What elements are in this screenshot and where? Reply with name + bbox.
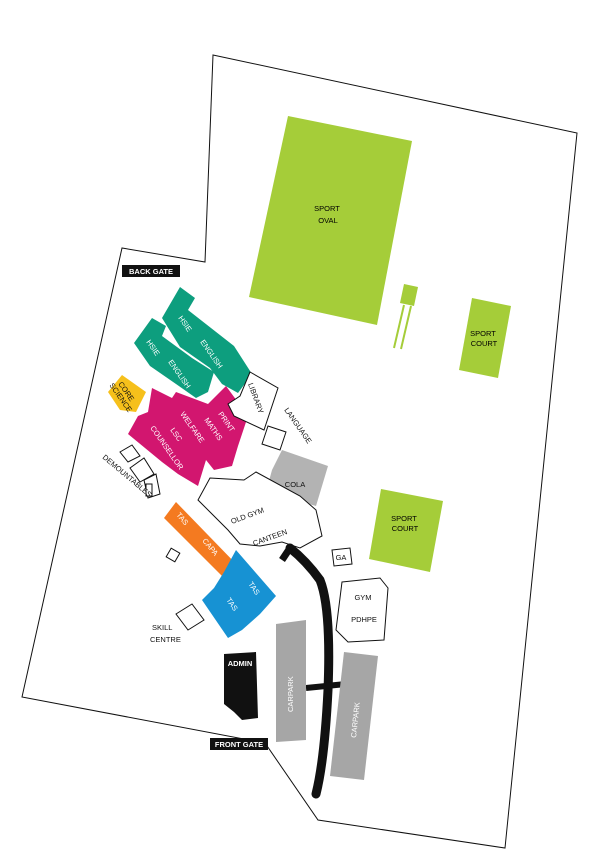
access-road [285, 543, 334, 799]
tas-building[interactable] [202, 550, 276, 638]
demountables[interactable] [119, 444, 161, 499]
small-hut [165, 547, 181, 563]
cola-label: COLA [285, 480, 305, 489]
back-gate-label: BACK GATE [129, 267, 173, 276]
admin-label: ADMIN [228, 659, 253, 668]
pdhpe-label: PDHPE [351, 615, 377, 624]
front-gate-label-bg [210, 738, 268, 750]
road-branch [279, 546, 293, 562]
gym-pdhpe-building[interactable] [335, 577, 389, 643]
tas-capa-building[interactable] [164, 502, 240, 582]
library-building[interactable] [227, 371, 279, 431]
carpark-west[interactable] [276, 620, 306, 742]
goal-post-structure [393, 284, 418, 350]
carpark-west-label: CARPARK [286, 676, 295, 712]
sport-court-north-label: SPORT COURT [470, 329, 498, 348]
front-gate-label: FRONT GATE [215, 740, 263, 749]
skill-centre-building[interactable] [175, 603, 205, 631]
core-science-building[interactable] [108, 375, 146, 412]
ga-label: GA [336, 553, 347, 562]
road-cross [305, 681, 347, 691]
carpark-east-label: CARPARK [349, 702, 362, 738]
sport-oval[interactable] [249, 116, 412, 325]
sport-court-south-label: SPORT COURT [391, 514, 419, 533]
carpark-east[interactable] [330, 652, 378, 780]
gym-label: GYM [354, 593, 371, 602]
ga-building[interactable] [331, 547, 353, 567]
admin-building[interactable] [224, 652, 258, 720]
sport-court-south[interactable] [369, 489, 443, 572]
language-building[interactable] [261, 425, 287, 451]
hsie-english-building[interactable] [134, 287, 252, 398]
skill-centre-label: SKILL CENTRE [150, 623, 181, 644]
sport-oval-label: SPORT OVAL [314, 204, 342, 225]
maths-welfare-building[interactable] [128, 386, 248, 486]
sport-court-north[interactable] [459, 298, 511, 378]
back-gate-label-bg [122, 265, 180, 277]
